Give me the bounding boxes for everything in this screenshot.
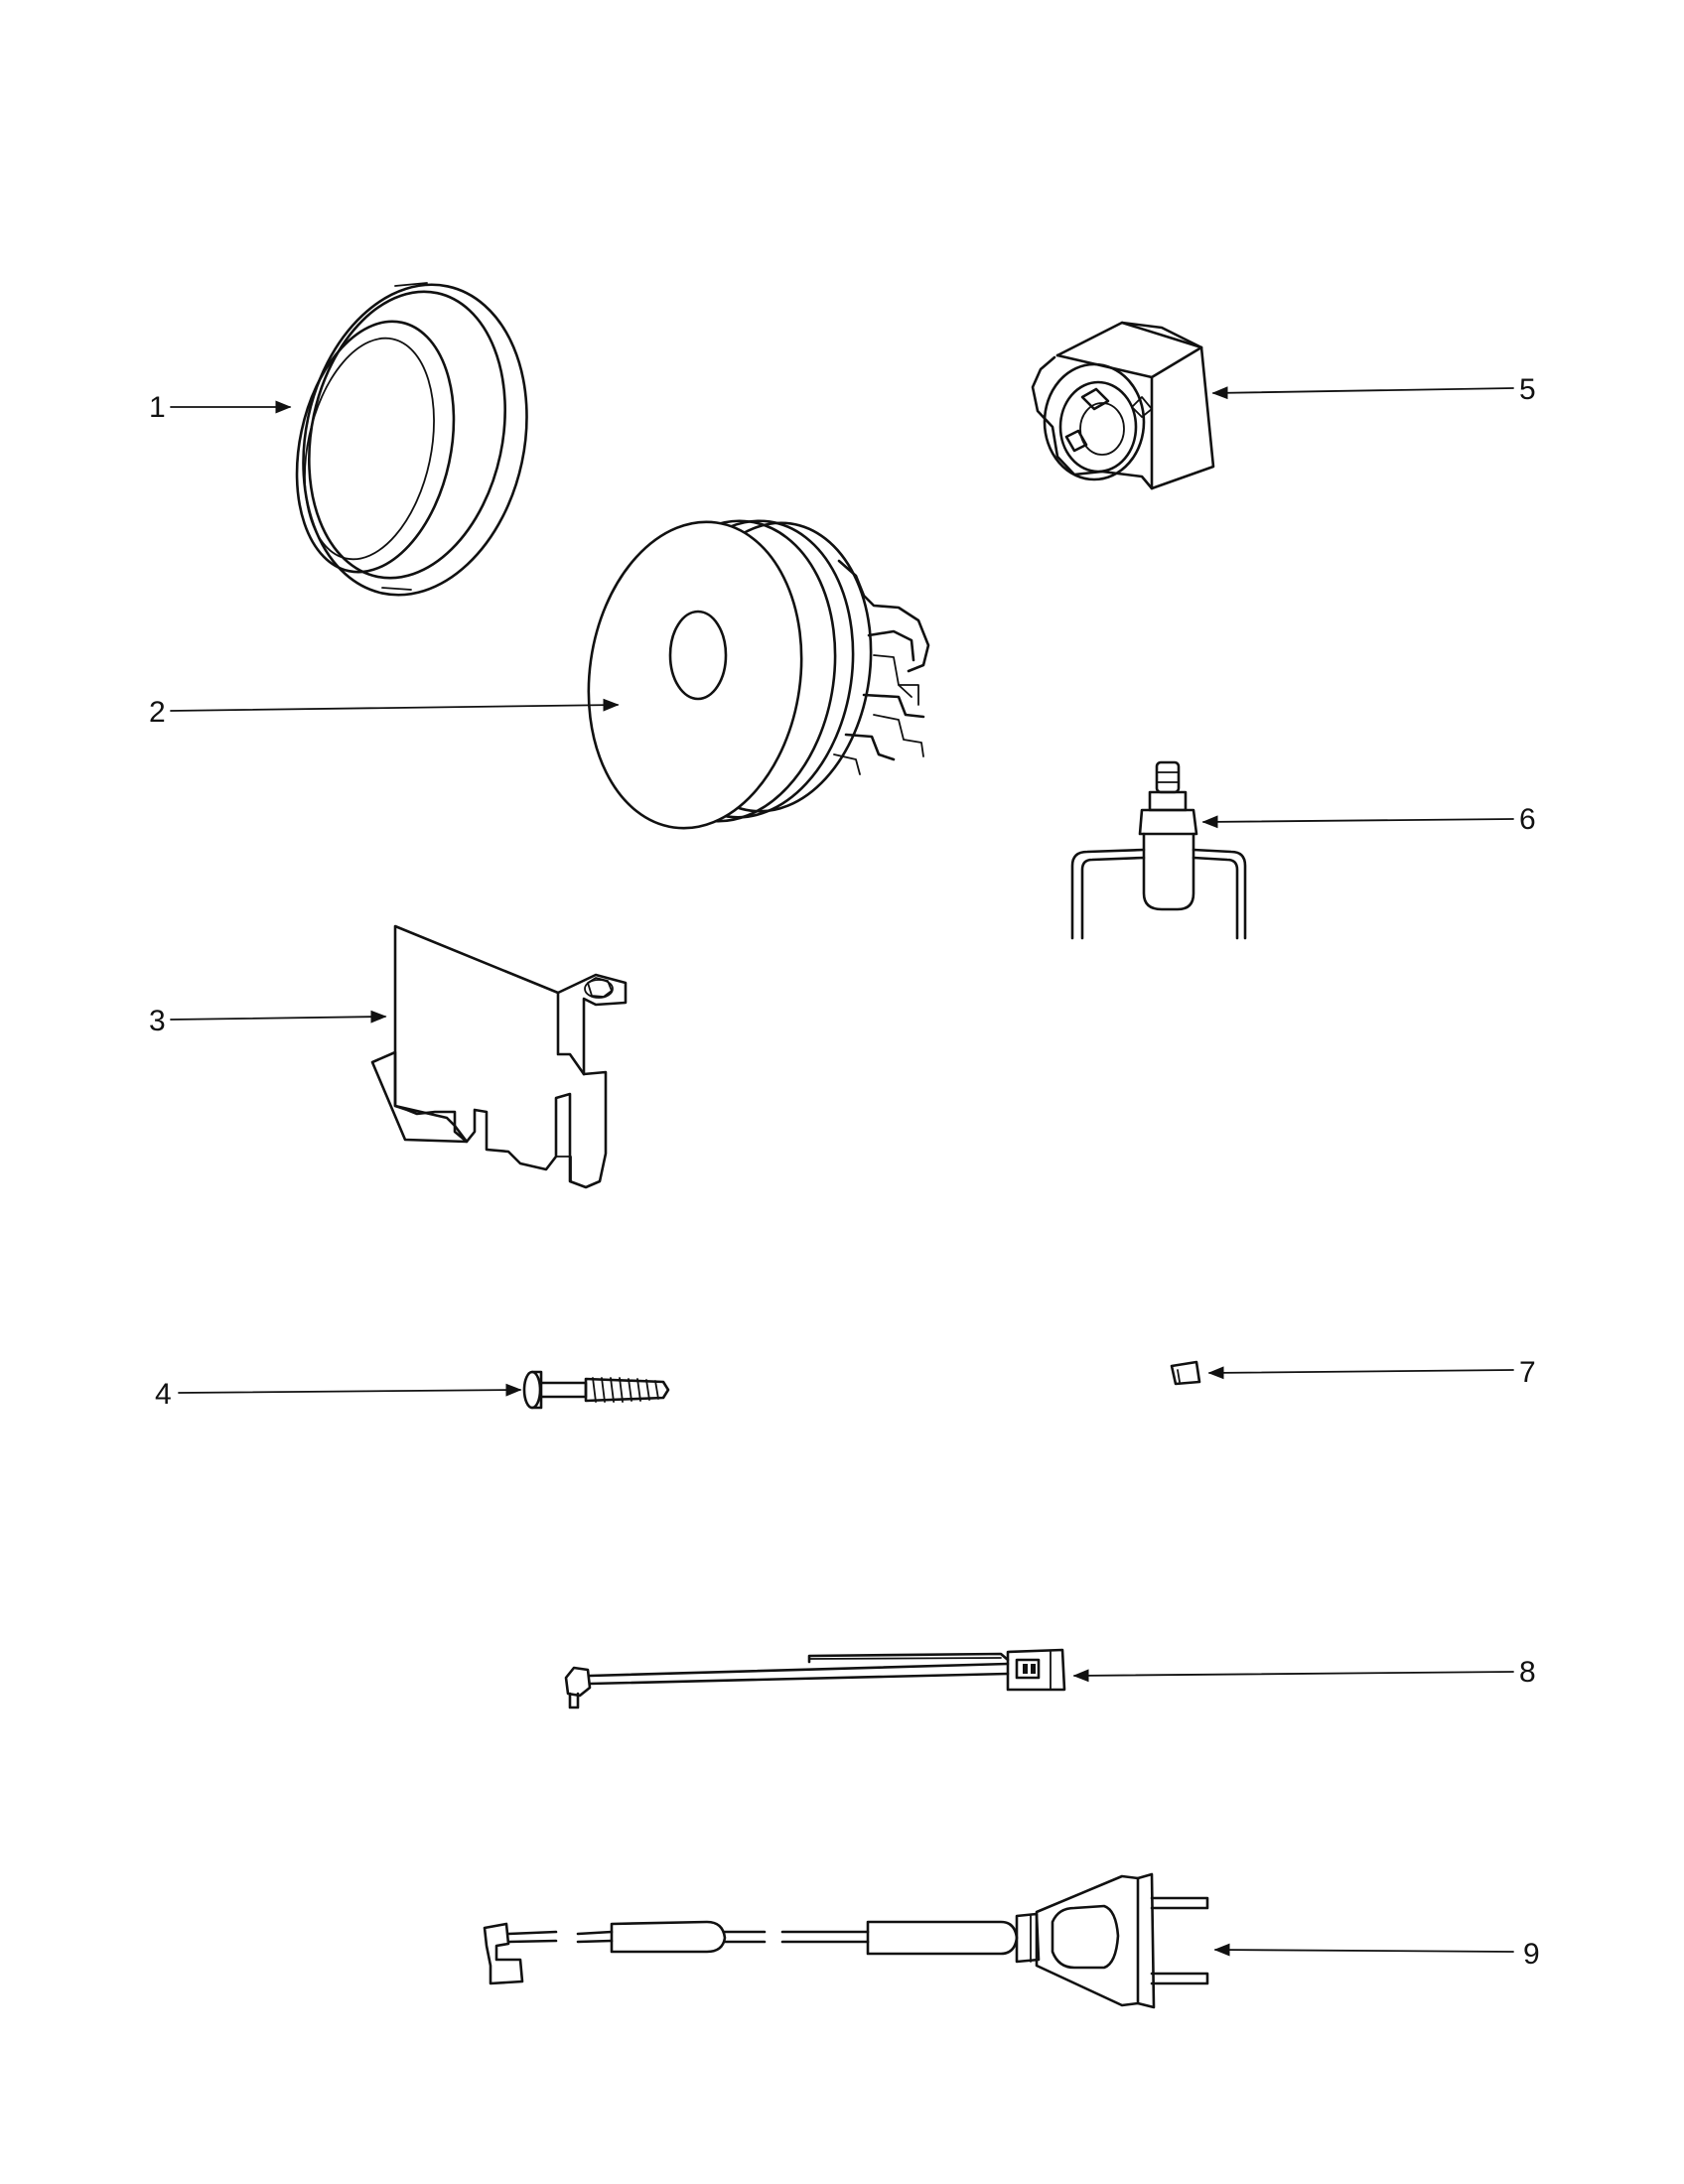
leader-line-6 — [1201, 815, 1514, 829]
part-2-motor — [587, 519, 930, 830]
leader-line-3 — [170, 1010, 387, 1024]
callout-7: 7 — [1207, 1356, 1536, 1389]
part-3-bracket — [370, 924, 628, 1189]
part-8-wire-lead — [564, 1648, 1066, 1709]
callout-label-3: 3 — [149, 1005, 166, 1037]
leader-line-2 — [170, 698, 620, 712]
callout-label-9: 9 — [1523, 1938, 1540, 1971]
callout-label-6: 6 — [1519, 803, 1536, 836]
callout-4: 4 — [155, 1378, 522, 1411]
callout-8: 8 — [1072, 1656, 1536, 1689]
leader-line-7 — [1207, 1366, 1514, 1380]
callout-2: 2 — [149, 696, 620, 729]
callout-label-7: 7 — [1519, 1356, 1536, 1389]
callout-label-1: 1 — [149, 391, 166, 424]
part-5-socket — [1031, 321, 1215, 490]
leader-line-8 — [1072, 1669, 1514, 1683]
callout-label-2: 2 — [149, 696, 166, 729]
callout-1: 1 — [149, 391, 292, 424]
callout-label-5: 5 — [1519, 373, 1536, 406]
part-1-ring — [295, 282, 528, 597]
leader-line-5 — [1211, 386, 1514, 400]
part-6-switch — [1070, 760, 1247, 940]
callout-label-8: 8 — [1519, 1656, 1536, 1689]
callout-3: 3 — [149, 1005, 387, 1037]
callout-6: 6 — [1201, 803, 1536, 836]
callout-5: 5 — [1211, 373, 1536, 406]
leader-line-4 — [178, 1383, 522, 1397]
callout-label-4: 4 — [155, 1378, 172, 1411]
callout-9: 9 — [1213, 1938, 1540, 1971]
part-7-cap — [1170, 1360, 1201, 1386]
part-4-screw — [522, 1370, 670, 1410]
leader-line-9 — [1213, 1943, 1514, 1957]
part-9-power-cord — [483, 1872, 1209, 2009]
